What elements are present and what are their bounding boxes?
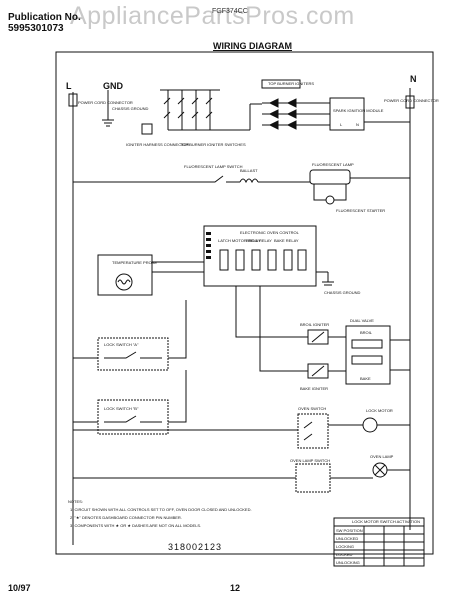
- ballast: BALLAST: [240, 168, 258, 173]
- oven-lamp-switch: OVEN LAMP SWITCH: [290, 458, 330, 463]
- fluorescent-lamp-switch: FLUORESCENT LAMP SWITCH: [184, 164, 243, 169]
- table-row-3: LOCKED: [336, 552, 353, 557]
- publication-label: Publication No.: [8, 12, 81, 23]
- spark-module-box: [329, 97, 365, 131]
- dual-valve-box: [345, 325, 391, 385]
- ground-symbol: [102, 119, 114, 127]
- table-row-2: LOCKING: [336, 544, 354, 549]
- svg-text:N: N: [356, 122, 359, 127]
- note-3: 3. COMPONENTS WITH ★ OR ★ DASHES ARE NOT…: [70, 523, 201, 528]
- notes-heading: NOTES:: [68, 499, 83, 504]
- publication-block: Publication No. 5995301073: [8, 12, 81, 34]
- lock-switch-b-box: [97, 399, 169, 435]
- switch-activation-table: [333, 517, 425, 567]
- bake-label: BAKE: [360, 376, 371, 381]
- starter-symbol: [325, 195, 335, 205]
- lock-switch-b: LOCK SWITCH "B": [104, 406, 139, 411]
- line-terminal: L: [66, 81, 72, 91]
- fluorescent-lamp: FLUORESCENT LAMP: [312, 162, 354, 167]
- lock-switch-a: LOCK SWITCH "A": [104, 342, 139, 347]
- broil-label: BROIL: [360, 330, 373, 335]
- latch-relay: LATCH MOTOR RELAY: [218, 238, 261, 243]
- table-row-1: UNLOCKED: [336, 536, 358, 541]
- note-2: 2. "★" DENOTES DASHBOARD CONNECTOR PIN N…: [70, 515, 182, 520]
- neutral-terminal: N: [410, 74, 417, 84]
- fluorescent-starter: FLUORESCENT STARTER: [336, 208, 385, 213]
- dual-valve: DUAL VALVE: [350, 318, 374, 323]
- notes-block: NOTES: 1. CIRCUIT SHOWN WITH ALL CONTROL…: [68, 499, 252, 528]
- top-burner-switches-label: TOP BURNER IGNITER SWITCHES: [180, 142, 246, 147]
- temp-probe: TEMPERATURE PROBE: [112, 260, 157, 265]
- top-burner-switches: TOP BURNER IGNITER SWITCHES: [160, 89, 250, 147]
- oven-lamp: OVEN LAMP: [370, 454, 394, 459]
- lock-motor-symbol: [362, 417, 378, 433]
- footer-page-number: 12: [230, 583, 241, 593]
- note-1: 1. CIRCUIT SHOWN WITH ALL CONTROLS SET T…: [70, 507, 252, 512]
- bake-igniter: BAKE IGNITER: [300, 386, 328, 391]
- igniter-harness: IGNITER HARNESS CONNECTOR: [126, 142, 190, 147]
- lock-switch-a-box: [97, 337, 169, 371]
- chassis-ground-2: CHASSIS GROUND: [324, 290, 361, 295]
- table-row-0: SW POSITION: [336, 528, 363, 533]
- power-cord-left-box: [68, 93, 78, 107]
- watermark: AppliancePartsPros.com: [70, 2, 355, 30]
- bake-relay: BAKE RELAY: [274, 238, 299, 243]
- lock-motor: LOCK MOTOR: [366, 408, 393, 413]
- relay-contacts: [219, 249, 307, 271]
- oven-switch: OVEN SWITCH: [298, 406, 326, 411]
- fluorescent-lamp-tube: [309, 169, 351, 185]
- igniter-diodes: [262, 98, 330, 130]
- ground-terminal: GND: [103, 81, 124, 91]
- svg-text:L: L: [340, 122, 343, 127]
- power-cord-right: POWER CORD CONNECTOR: [384, 98, 439, 103]
- table-row-4: UNLOCKING: [336, 560, 360, 565]
- diagram-title: WIRING DIAGRAM: [213, 41, 292, 51]
- igniter-header: [261, 79, 301, 89]
- table-title: LOCK MOTOR SWITCH ACTIVATION: [352, 519, 420, 524]
- broil-relay: BROIL RELAY: [246, 238, 272, 243]
- temp-probe-box: [97, 254, 153, 296]
- top-burner-igniters: TOP BURNER IGNITERS: [268, 81, 314, 86]
- diagram-frame: [55, 51, 434, 555]
- chassis-ground: CHASSIS GROUND: [112, 106, 149, 111]
- power-cord-left: POWER CORD CONNECTOR: [78, 100, 133, 105]
- publication-number: 5995301073: [8, 23, 64, 34]
- control-pins: [206, 232, 211, 259]
- temp-probe-symbol: [115, 273, 133, 291]
- electronic-control: ELECTRONIC OVEN CONTROL: [240, 230, 300, 235]
- oven-lamp-switch-box: [295, 463, 331, 493]
- igniter-harness-box: [141, 123, 153, 135]
- broil-igniter: BROIL IGNITER: [300, 322, 329, 327]
- power-cord-right-box: [405, 95, 415, 109]
- part-number: 318002123: [168, 542, 223, 552]
- oven-switch-box: [297, 413, 329, 449]
- ballast-coil: [239, 178, 259, 184]
- footer-date: 10/97: [8, 583, 31, 593]
- spark-module: SPARK IGNITION MODULE: [333, 108, 384, 113]
- model-number: FGF374CC: [212, 8, 248, 15]
